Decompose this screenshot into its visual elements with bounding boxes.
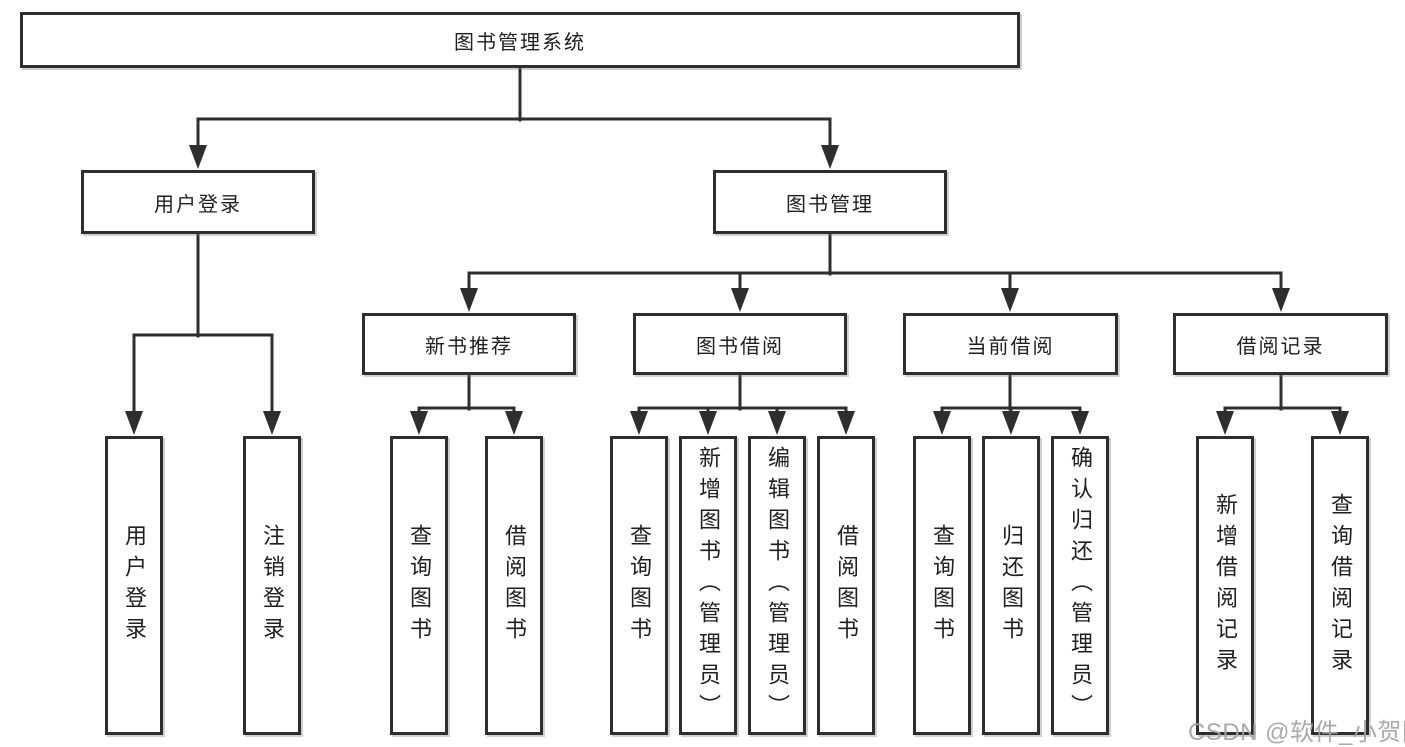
node-borrowing-records: 借阅记录 [1173, 313, 1388, 375]
node-new-book-recommend: 新书推荐 [362, 313, 576, 375]
node-label: 新书推荐 [425, 335, 513, 358]
node-current-borrowing: 当前借阅 [903, 313, 1118, 375]
leaf-add-books-admin: 新增图书（管理员） [679, 436, 737, 735]
leaf-query-books-recommend: 查询图书 [390, 436, 448, 735]
node-label: 图书借阅 [696, 335, 784, 358]
leaf-user-login: 用户登录 [105, 436, 163, 735]
node-label: 图书管理系统 [454, 31, 586, 54]
leaf-borrow-books-recommend: 借阅图书 [485, 436, 543, 735]
node-label: 查询借阅记录 [1328, 492, 1353, 679]
node-label: 确认归还（管理员） [1068, 446, 1093, 725]
leaf-logout-login: 注销登录 [243, 436, 301, 735]
leaf-borrow-books: 借阅图书 [817, 436, 875, 735]
leaf-add-borrow-record: 新增借阅记录 [1196, 436, 1254, 735]
node-user-login: 用户登录 [81, 170, 315, 234]
leaf-query-books-current: 查询图书 [913, 436, 971, 735]
node-label: 用户登录 [154, 193, 242, 216]
leaf-edit-books-admin: 编辑图书（管理员） [748, 436, 806, 735]
node-label: 查询图书 [407, 523, 432, 648]
leaf-query-borrow-record: 查询借阅记录 [1311, 436, 1369, 735]
leaf-return-books: 归还图书 [982, 436, 1040, 735]
node-label: 注销登录 [260, 523, 285, 648]
node-label: 借阅图书 [502, 523, 527, 648]
node-label: 新增图书（管理员） [696, 446, 721, 725]
node-label: 用户登录 [122, 523, 147, 648]
node-label: 编辑图书（管理员） [765, 446, 790, 725]
node-label: 借阅记录 [1236, 335, 1325, 358]
leaf-query-books-borrowing: 查询图书 [610, 436, 668, 735]
node-book-borrowing: 图书借阅 [633, 313, 847, 375]
node-label: 图书管理 [786, 193, 874, 216]
leaf-confirm-return-admin: 确认归还（管理员） [1051, 436, 1109, 735]
node-label: 当前借阅 [966, 335, 1055, 358]
node-label: 新增借阅记录 [1213, 492, 1238, 679]
node-label: 归还图书 [999, 523, 1024, 648]
arrowheads [125, 145, 1349, 435]
node-book-management: 图书管理 [713, 170, 947, 234]
node-label: 查询图书 [627, 523, 652, 648]
node-label: 查询图书 [930, 523, 955, 648]
csdn-watermark: CSDN @软件_小贺同学 [1188, 719, 1405, 746]
node-library-management-system: 图书管理系统 [20, 12, 1020, 68]
node-label: 借阅图书 [834, 523, 859, 648]
